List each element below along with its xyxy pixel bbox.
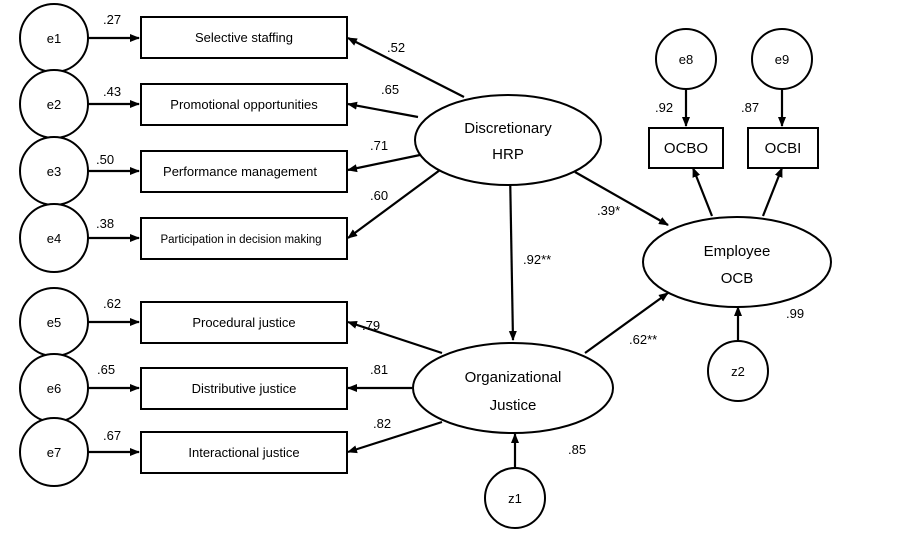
indicator-label-participation: Participation in decision making xyxy=(160,234,321,246)
indicator-label-performance-management: Performance management xyxy=(163,164,317,179)
error-term-e6: e6 xyxy=(19,353,89,423)
coef-hrp-perf: .71 xyxy=(370,138,388,153)
coef-r2-oj: .85 xyxy=(568,442,586,457)
coef-oj-inter: .82 xyxy=(373,416,391,431)
disturbance-z1: z1 xyxy=(484,467,546,529)
error-label-e7: e7 xyxy=(47,445,61,460)
coef-e2: .43 xyxy=(103,84,121,99)
edge-hrp-part xyxy=(347,169,441,239)
coef-e7: .67 xyxy=(103,428,121,443)
error-label-e8: e8 xyxy=(679,52,693,67)
coef-e6: .65 xyxy=(97,362,115,377)
latent-label-ocb-line2: OCB xyxy=(721,270,754,287)
coef-e3: .50 xyxy=(96,152,114,167)
latent-constructs: Discretionary HRP Organizational Justice… xyxy=(412,94,832,434)
error-term-e9: e9 xyxy=(751,28,813,90)
coef-oj-proc: .79 xyxy=(362,318,380,333)
coef-hrp-ocb: .39* xyxy=(597,203,620,218)
error-label-e5: e5 xyxy=(47,315,61,330)
indicator-participation: Participation in decision making xyxy=(140,217,348,260)
coef-e4: .38 xyxy=(96,216,114,231)
disturbance-z2: z2 xyxy=(707,340,769,402)
indicators: Selective staffing Promotional opportuni… xyxy=(140,16,819,474)
coef-e1: .27 xyxy=(103,12,121,27)
indicator-label-selective-staffing: Selective staffing xyxy=(195,30,293,45)
coef-r2-ocb: .99 xyxy=(786,306,804,321)
coef-hrp-staffing: .52 xyxy=(387,40,405,55)
edge-ocb-ocbi xyxy=(761,167,784,217)
coef-hrp-promo: .65 xyxy=(381,82,399,97)
error-term-e4: e4 xyxy=(19,203,89,273)
edge-hrp-ocb xyxy=(574,171,669,226)
edge-oj-ocb xyxy=(584,292,669,354)
edge-hrp-staffing xyxy=(347,37,465,98)
latent-discretionary-hrp: Discretionary HRP xyxy=(414,94,602,186)
error-label-e4: e4 xyxy=(47,231,61,246)
latent-label-hrp-line2: HRP xyxy=(492,146,524,163)
indicator-performance-management: Performance management xyxy=(140,150,348,193)
indicator-ocbo: OCBO xyxy=(648,127,724,169)
error-term-e3: e3 xyxy=(19,136,89,206)
coef-e8: .92 xyxy=(655,100,673,115)
error-label-e1: e1 xyxy=(47,31,61,46)
latent-organizational-justice: Organizational Justice xyxy=(412,342,614,434)
error-terms: e1 e2 e3 e4 e5 e6 e7 e8 xyxy=(19,3,813,487)
coef-e5: .62 xyxy=(103,296,121,311)
coef-hrp-oj: .92** xyxy=(523,252,551,267)
indicator-selective-staffing: Selective staffing xyxy=(140,16,348,59)
error-term-e1: e1 xyxy=(19,3,89,73)
indicator-procedural-justice: Procedural justice xyxy=(140,301,348,344)
indicator-ocbi: OCBI xyxy=(747,127,819,169)
indicator-interactional-justice: Interactional justice xyxy=(140,431,348,474)
indicator-label-promotional-opportunities: Promotional opportunities xyxy=(170,97,318,112)
error-label-e2: e2 xyxy=(47,97,61,112)
error-term-e2: e2 xyxy=(19,69,89,139)
indicator-label-ocbo: OCBO xyxy=(664,140,708,157)
latent-label-ocb-line1: Employee xyxy=(704,243,771,260)
indicator-label-interactional-justice: Interactional justice xyxy=(188,445,299,460)
coefficients: .27 .43 .50 .38 .62 .65 .67 .92 .87 .52 … xyxy=(96,12,804,457)
latent-label-hrp-line1: Discretionary xyxy=(464,120,552,137)
latent-employee-ocb: Employee OCB xyxy=(642,216,832,308)
edge-hrp-perf xyxy=(347,153,421,173)
latent-label-oj-line1: Organizational xyxy=(465,369,562,386)
edges xyxy=(88,34,786,468)
error-label-e9: e9 xyxy=(775,52,789,67)
edge-oj-inter xyxy=(347,420,443,454)
disturbance-label-z1: z1 xyxy=(508,491,522,506)
edge-ocb-ocbo xyxy=(691,167,714,217)
indicator-distributive-justice: Distributive justice xyxy=(140,367,348,410)
error-term-e8: e8 xyxy=(655,28,717,90)
indicator-label-distributive-justice: Distributive justice xyxy=(192,381,297,396)
edge-hrp-oj xyxy=(508,169,517,341)
error-label-e3: e3 xyxy=(47,164,61,179)
coef-e9: .87 xyxy=(741,100,759,115)
error-term-e7: e7 xyxy=(19,417,89,487)
disturbance-terms: z1 z2 xyxy=(484,340,769,529)
error-label-e6: e6 xyxy=(47,381,61,396)
edge-hrp-promo xyxy=(347,101,419,119)
indicator-label-ocbi: OCBI xyxy=(765,140,802,157)
error-term-e5: e5 xyxy=(19,287,89,357)
latent-label-oj-line2: Justice xyxy=(490,397,537,414)
indicator-promotional-opportunities: Promotional opportunities xyxy=(140,83,348,126)
disturbance-label-z2: z2 xyxy=(731,364,745,379)
coef-oj-dist: .81 xyxy=(370,362,388,377)
edge-oj-proc xyxy=(347,320,443,355)
coef-hrp-part: .60 xyxy=(370,188,388,203)
indicator-label-procedural-justice: Procedural justice xyxy=(192,315,295,330)
coef-oj-ocb: .62** xyxy=(629,332,657,347)
